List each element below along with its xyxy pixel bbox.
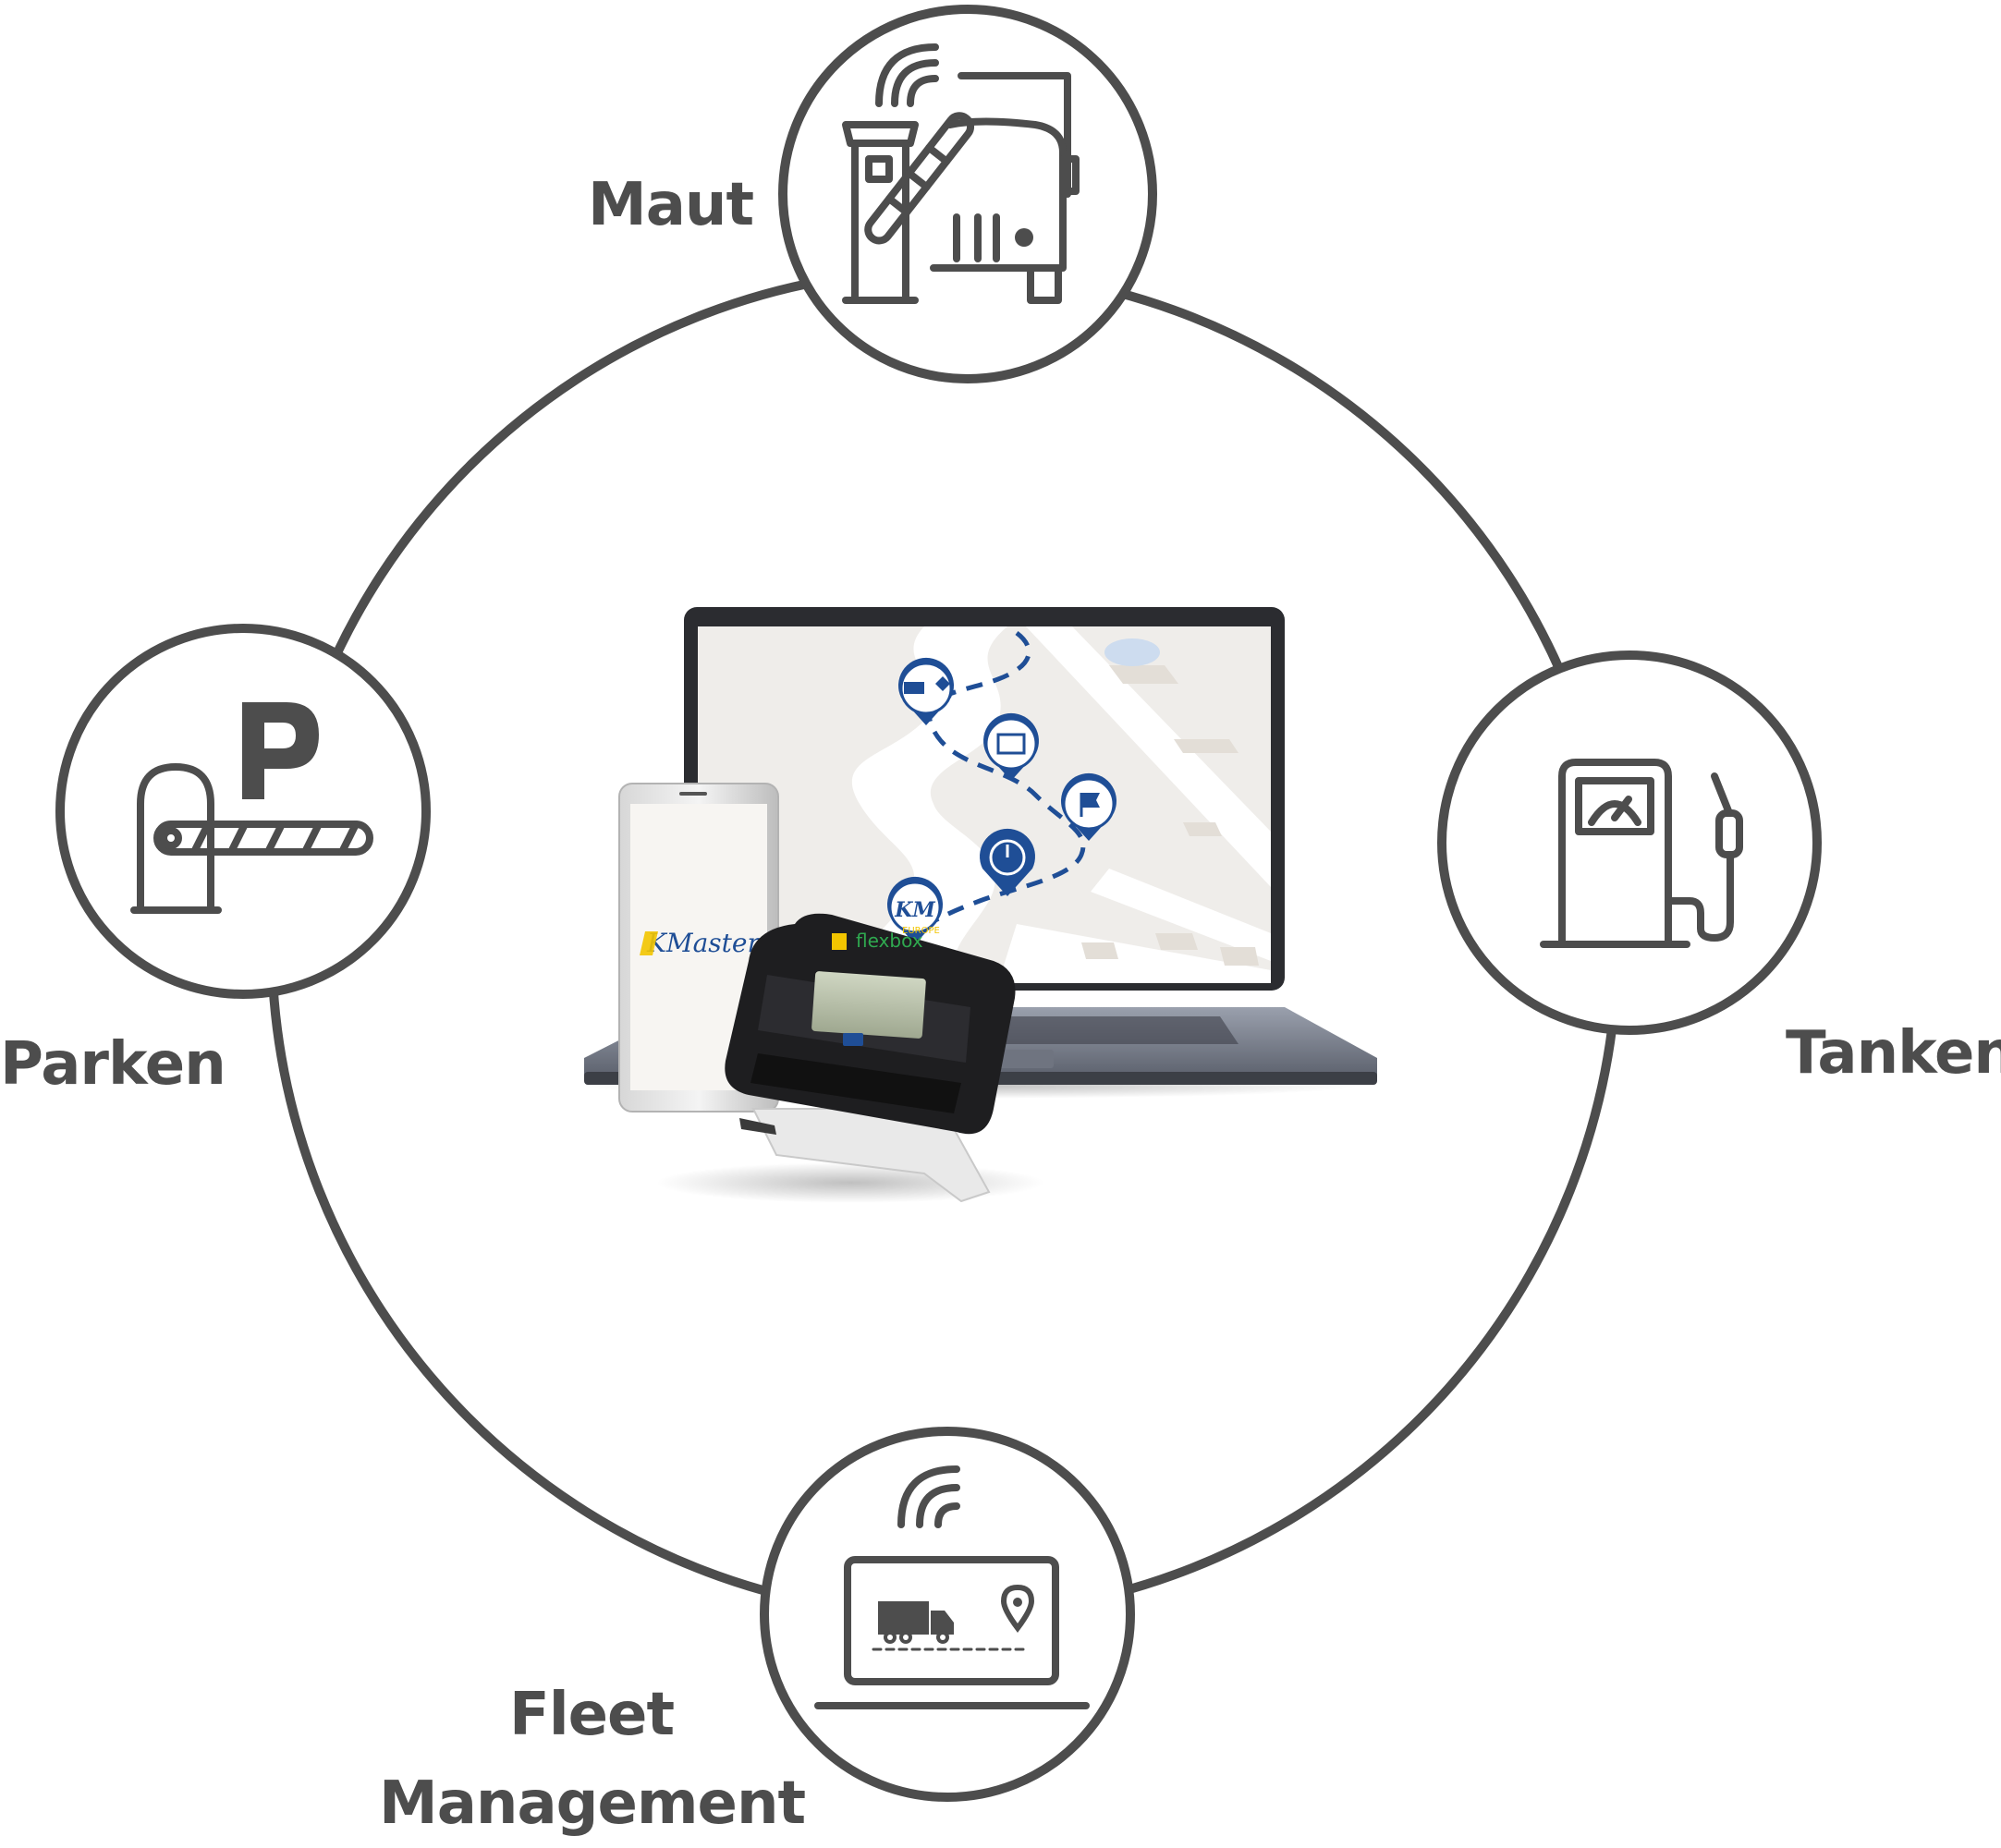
maut-label: Maut xyxy=(588,171,754,239)
map-pin-gauge xyxy=(980,828,1035,896)
fleet-node xyxy=(760,1427,1135,1802)
maut-node xyxy=(778,5,1157,383)
parking-barrier-icon xyxy=(130,763,373,914)
toll-barrier-truck-icon xyxy=(842,43,1080,304)
map-pin-truck xyxy=(898,657,954,725)
fleet-management-label: Fleet Management xyxy=(379,1671,806,1848)
tanken-label: Tanken xyxy=(1786,1019,2001,1088)
map-pin-km: KM xyxy=(887,876,943,944)
tanken-node xyxy=(1437,650,1822,1035)
map-pin-map xyxy=(983,712,1039,781)
flexbox-device-illustration: flexbox EUROPE xyxy=(656,913,1044,1203)
map-pin-flag xyxy=(1061,772,1116,841)
center-devices: KM KMaster xyxy=(582,607,1377,1203)
parken-node xyxy=(55,624,431,999)
device-sub-text: EUROPE xyxy=(902,926,940,936)
parken-label: Parken xyxy=(0,1030,226,1099)
device-brand-text: flexbox xyxy=(856,930,923,952)
map-badge-text: KM xyxy=(894,898,935,922)
parking-p-icon xyxy=(242,702,319,799)
fuel-pump-icon xyxy=(1540,759,1743,948)
fleet-label-line2: Management xyxy=(379,1769,806,1838)
fleet-label-line1: Fleet xyxy=(508,1681,675,1749)
phone-brand-text: KMaster xyxy=(646,928,761,958)
location-pin-icon xyxy=(1000,1584,1035,1634)
laptop-truck-tracking-icon xyxy=(814,1465,1090,1709)
